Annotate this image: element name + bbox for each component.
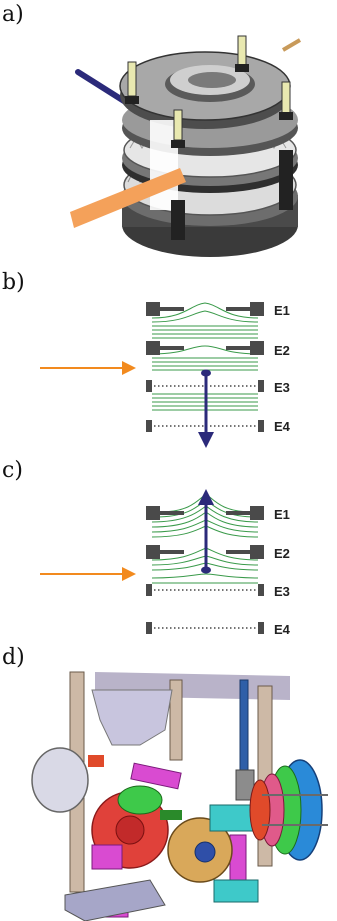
ion-arrow-down (198, 376, 214, 448)
electrode-label-b-e4: E4 (274, 419, 291, 434)
panel-label-c: c) (2, 458, 23, 483)
electrode-stack-illustration (70, 35, 302, 257)
panel-label-b: b) (2, 270, 25, 295)
panel-c-diagram: E1 E2 E3 E4 (40, 489, 291, 637)
panel-label-a: a) (2, 2, 24, 27)
electrode-label-b-e1: E1 (274, 303, 290, 318)
panel-label-d: d) (2, 645, 25, 670)
ion-arrow-up (198, 489, 214, 567)
electrode-label-c-e1: E1 (274, 507, 290, 522)
electrode-label-b-e2: E2 (274, 343, 290, 358)
electrode-label-c-e3: E3 (274, 584, 290, 599)
cad-assembly-illustration (31, 671, 328, 921)
electrodes-b (146, 302, 264, 432)
electrode-label-c-e2: E2 (274, 546, 290, 561)
electrode-label-b-e3: E3 (274, 380, 290, 395)
beam-arrow-c (40, 567, 136, 581)
beam-arrow-b (40, 361, 136, 375)
electrode-label-c-e4: E4 (274, 622, 291, 637)
electrodes-c (146, 506, 264, 634)
panel-b-diagram: E1 E2 E3 E4 (40, 302, 291, 448)
